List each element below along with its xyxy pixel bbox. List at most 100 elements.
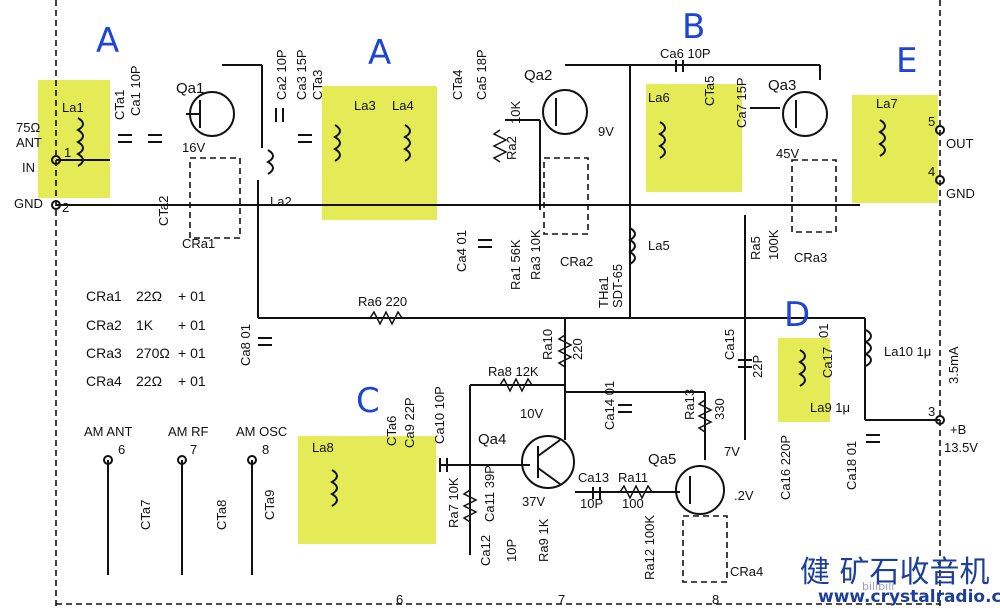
tha1-label: THa1: [596, 276, 611, 308]
cr-table: CRa1 22Ω + 01 CRa2 1K + 01 CRa3 270Ω + 0…: [86, 288, 206, 389]
cta5-label: CTa5: [702, 76, 717, 106]
cra3-label: CRa3: [794, 250, 827, 265]
ca11-label: Ca11 39P: [482, 465, 497, 522]
gnd-left-label: GND: [14, 196, 43, 211]
am-osc-label: AM OSC: [236, 424, 287, 439]
ra3-label: Ra3 10K: [528, 229, 543, 280]
am-rf-label: AM RF: [168, 424, 209, 439]
cr-row-1-tol: + 01: [178, 288, 206, 304]
highlight-block-b: [646, 84, 742, 192]
am-terminal-6: 6: [118, 442, 125, 457]
la2-label: La2: [270, 194, 292, 209]
transistor-qa1: [186, 91, 235, 137]
highlight-block-c: [298, 436, 436, 544]
ra12-label: Ra12 100K: [642, 515, 657, 580]
watermark-sub: bilibili: [862, 580, 894, 593]
terminal-4: 4: [928, 164, 935, 179]
cra2-label: CRa2: [560, 254, 593, 269]
v37-label: 37V: [522, 494, 545, 509]
cr-row-3-name: CRa3: [86, 345, 122, 361]
cta7-label: CTa7: [138, 500, 153, 530]
v7-label: 7V: [724, 444, 740, 459]
ra2-label: Ra2: [504, 136, 519, 160]
la3-label: La3: [354, 98, 376, 113]
terminal-3: 3: [928, 404, 935, 419]
resistors: [369, 129, 713, 523]
block-label-b: B: [682, 7, 705, 47]
ra13-value: 330: [712, 398, 727, 420]
ant-label: ANT: [16, 135, 42, 150]
capacitors: [118, 60, 880, 499]
ra7-label: Ra7 10K: [446, 477, 461, 528]
ca15-value: 22P: [750, 355, 765, 378]
qa3-label: Qa3: [768, 77, 796, 94]
terminal-5: 5: [928, 114, 935, 129]
la7-label: La7: [876, 96, 898, 111]
la4-label: La4: [392, 98, 414, 113]
ra5-value: 100K: [766, 229, 781, 260]
ra2-value: 10K: [508, 101, 523, 124]
bottom-terminal-6: 6: [396, 592, 403, 607]
block-label-a1: A: [96, 21, 119, 61]
highlight-block-a1: [38, 80, 110, 198]
ra9-label: Ra9 1K: [536, 518, 551, 562]
ra11-label: Ra11: [618, 470, 648, 485]
sdt-label: SDT-65: [610, 264, 625, 308]
cr-row-2-value: 1K: [136, 317, 154, 333]
ra8-label: Ra8 12K: [488, 364, 539, 379]
la8-label: La8: [312, 440, 334, 455]
transistor-qa3: [782, 91, 828, 137]
cr-row-3-value: 270Ω: [136, 345, 170, 361]
ca2-label: Ca2 10P: [274, 49, 289, 100]
cra4-label: CRa4: [730, 564, 763, 579]
terminal-2: 2: [62, 200, 69, 215]
cta1-label: CTa1: [112, 90, 127, 120]
watermark-url: www.crystalradio.cn: [818, 587, 1000, 607]
block-label-c: C: [356, 381, 380, 421]
am-terminal-7: 7: [190, 442, 197, 457]
am-ant-label: AM ANT: [84, 424, 132, 439]
cta2-label: CTa2: [156, 196, 171, 226]
b-plus-label: +B: [950, 422, 966, 437]
ca7-label: Ca7 15P: [734, 77, 749, 128]
ra10-label: Ra10: [540, 329, 555, 360]
v9-label: 9V: [598, 124, 614, 139]
cr-row-4-value: 22Ω: [136, 373, 162, 389]
la10-label: La10 1μ: [884, 344, 931, 359]
ca3-label: Ca3 15P: [294, 49, 309, 100]
ra10-value: 220: [570, 338, 585, 360]
qa4-label: Qa4: [478, 431, 506, 448]
block-label-e: E: [896, 41, 917, 81]
qa1-label: Qa1: [176, 80, 204, 97]
ca17-value: 01: [816, 324, 831, 338]
cta6-label: CTa6: [384, 416, 399, 446]
cr-row-1-value: 22Ω: [136, 288, 162, 304]
cta8-label: CTa8: [214, 500, 229, 530]
cr-boxes: [189, 157, 837, 583]
qa2-label: Qa2: [524, 67, 552, 84]
v16-label: 16V: [182, 140, 205, 155]
b-voltage: 13.5V: [944, 440, 978, 455]
bottom-terminal-8: 8: [712, 592, 719, 607]
ca6-label: Ca6 10P: [660, 46, 711, 61]
ra11-value: 100: [622, 496, 644, 511]
block-label-d: D: [784, 295, 810, 335]
ca12-value: 10P: [504, 539, 519, 562]
transistor-qa5: [675, 465, 725, 515]
out-label: OUT: [946, 136, 974, 151]
ca14-label: Ca14 01: [602, 381, 617, 430]
v10-label: 10V: [520, 406, 543, 421]
ra13-label: Ra13: [682, 389, 697, 420]
ca9-label: Ca9 22P: [402, 397, 417, 448]
watermark: 健 矿石收音机 bilibili www.crystalradio.cn: [800, 555, 1000, 607]
b-current: 3.5mA: [946, 346, 961, 384]
ca8-label: Ca8 01: [238, 324, 253, 366]
qa5-label: Qa5: [648, 451, 676, 468]
la1-label: La1: [62, 100, 84, 115]
cta4-label: CTa4: [450, 70, 465, 100]
terminal-1: 1: [64, 145, 71, 160]
cr-row-4-name: CRa4: [86, 373, 122, 389]
ca5-label: Ca5 18P: [474, 49, 489, 100]
cra1-label: CRa1: [182, 236, 215, 251]
